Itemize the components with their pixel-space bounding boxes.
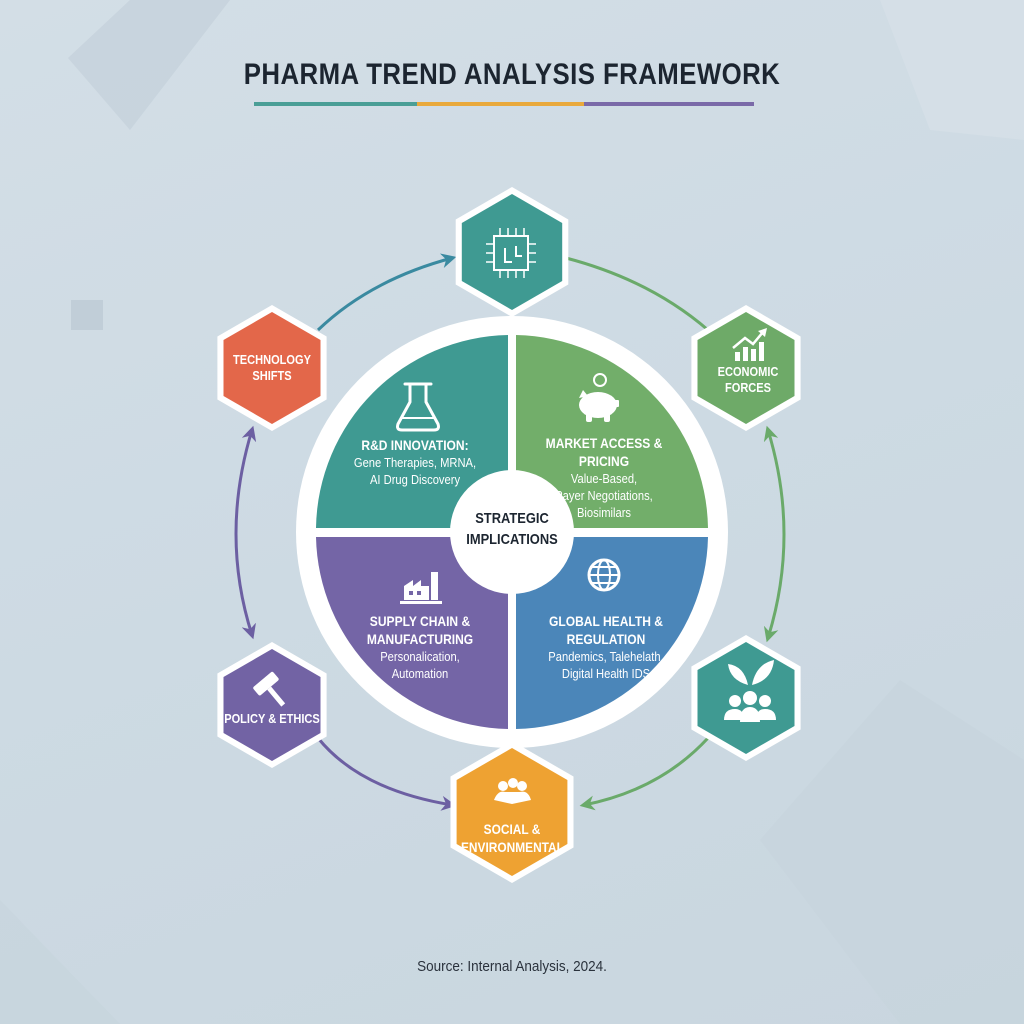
arrow-technology-policy bbox=[234, 425, 257, 640]
bg-shape-bottom-right bbox=[760, 680, 1024, 1024]
quadrant-supply-text: SUPPLY CHAIN & MANUFACTURING Personalica… bbox=[360, 612, 480, 682]
quadrant-market-text: MARKET ACCESS & PRICING Value-Based, Pay… bbox=[527, 434, 682, 521]
arrow-community-to-social bbox=[579, 736, 710, 811]
center-label: STRATEGIC IMPLICATIONS bbox=[460, 508, 563, 550]
quadrant-detail: Biosimilars bbox=[576, 505, 632, 520]
globe-icon bbox=[587, 558, 621, 592]
hex-label-technology-shifts: TECHNOLOGY SHIFTS bbox=[230, 352, 315, 384]
bg-diamond bbox=[68, 0, 230, 130]
people-leaves-icon bbox=[724, 660, 776, 722]
hexagon-technology[interactable] bbox=[223, 312, 321, 424]
connector-arrows bbox=[234, 253, 786, 811]
arrow-technology-to-top bbox=[316, 253, 457, 332]
bg-shape-top-right bbox=[880, 0, 1024, 140]
hex-label-line: ENVIRONMENTAL bbox=[461, 839, 564, 855]
circuit-chip-icon bbox=[486, 228, 536, 278]
title-underline-orange bbox=[417, 102, 584, 106]
center-label-line: IMPLICATIONS bbox=[466, 531, 558, 548]
arrow-top-to-economic bbox=[565, 256, 709, 332]
source-note: Source: Internal Analysis, 2024. bbox=[417, 958, 607, 975]
central-wheel bbox=[296, 316, 728, 748]
hex-label-line: SOCIAL & bbox=[483, 821, 541, 837]
hexagon-nodes bbox=[217, 187, 801, 883]
quadrant-detail: Gene Therapies, MRNA, bbox=[353, 455, 477, 470]
quadrant-detail: Pandemics, Talehelath, bbox=[548, 649, 664, 664]
bg-shape-bottom-left bbox=[0, 900, 120, 1024]
gavel-icon bbox=[253, 671, 286, 707]
hex-label-line: TECHNOLOGY bbox=[233, 352, 311, 367]
quadrant-title: R&D INNOVATION: bbox=[361, 437, 469, 453]
hex-label-policy-ethics: POLICY & ETHICS bbox=[219, 711, 324, 727]
hexagon-policy[interactable] bbox=[223, 649, 321, 761]
hexagon-social[interactable] bbox=[456, 748, 568, 876]
quadrant-detail: Personalication, bbox=[380, 649, 460, 664]
bg-square bbox=[71, 300, 103, 330]
title-underline-teal bbox=[254, 102, 417, 106]
hex-label-line: FORCES bbox=[724, 380, 772, 395]
center-hub[interactable] bbox=[450, 470, 574, 594]
flask-icon bbox=[396, 382, 440, 432]
growth-chart-icon bbox=[732, 328, 767, 361]
quadrant-title: SUPPLY CHAIN & bbox=[369, 613, 471, 629]
piggy-bank-icon bbox=[579, 373, 619, 422]
quadrant-detail: Value-Based, bbox=[570, 471, 638, 486]
hexagon-top[interactable] bbox=[461, 194, 563, 310]
quadrant-global-text: GLOBAL HEALTH & REGULATION Pandemics, Ta… bbox=[529, 612, 684, 682]
quadrant-title: MANUFACTURING bbox=[366, 631, 474, 647]
quadrant-detail: Payer Negotiations, bbox=[555, 488, 653, 503]
quadrant-detail: Automation bbox=[391, 666, 449, 681]
hex-label-economic-forces: ECONOMIC FORCES bbox=[706, 364, 791, 396]
title-underline-purple bbox=[584, 102, 754, 106]
quadrant-title: REGULATION bbox=[566, 631, 646, 647]
page-title: PHARMA TREND ANALYSIS FRAMEWORK bbox=[243, 58, 781, 91]
community-icon bbox=[494, 778, 531, 804]
quadrant-title: MARKET ACCESS & PRICING bbox=[545, 435, 663, 469]
hex-label-social-environmental: SOCIAL & ENVIRONMENTAL bbox=[461, 820, 564, 856]
arrow-policy-to-social bbox=[316, 737, 457, 811]
hex-label-line: SHIFTS bbox=[252, 368, 292, 383]
quadrant-detail: AI Drug Discovery bbox=[369, 472, 461, 487]
quadrant-global-health[interactable] bbox=[516, 537, 708, 729]
factory-icon bbox=[400, 572, 442, 604]
quadrant-supply-chain[interactable] bbox=[316, 537, 508, 729]
arrow-economic-community bbox=[763, 425, 786, 643]
quadrant-market-access[interactable] bbox=[516, 335, 708, 528]
quadrant-detail: Digital Health IDS bbox=[561, 666, 651, 681]
center-label-line: STRATEGIC bbox=[475, 510, 549, 527]
hex-label-line: POLICY & ETHICS bbox=[224, 711, 320, 726]
quadrant-rd-text: R&D INNOVATION: Gene Therapies, MRNA, AI… bbox=[351, 436, 480, 488]
hex-label-line: ECONOMIC bbox=[717, 364, 779, 379]
quadrant-title: GLOBAL HEALTH & bbox=[549, 613, 663, 629]
hexagon-economic[interactable] bbox=[697, 312, 795, 424]
